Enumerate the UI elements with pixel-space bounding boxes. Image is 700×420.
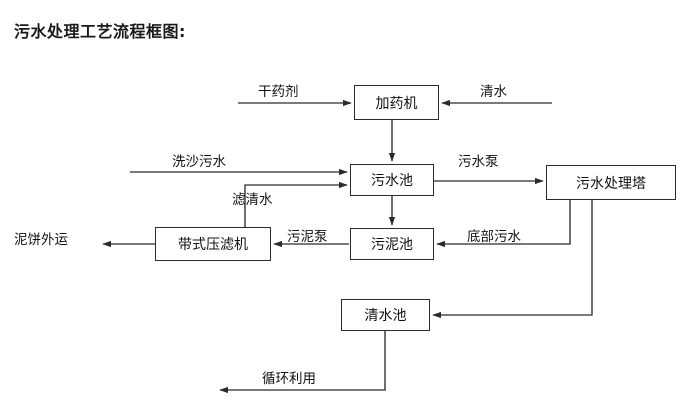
node-label: 污水处理塔 — [576, 175, 646, 192]
edge-label-sewage-pump: 污水泵 — [458, 154, 499, 170]
page-title: 污水处理工艺流程框图: — [14, 22, 186, 41]
node-label: 清水池 — [364, 308, 407, 324]
edge-label-bottom-sewage: 底部污水 — [467, 229, 521, 245]
node-clear-water-pool[interactable]: 清水池 — [341, 299, 430, 331]
edge-clear-to-recycle — [219, 331, 386, 394]
node-sludge-pool[interactable]: 污泥池 — [350, 228, 434, 260]
edge-tower-to-sludge — [436, 200, 571, 248]
node-label: 带式压滤机 — [178, 237, 248, 253]
node-label: 污泥池 — [371, 237, 413, 253]
terminal-clean-water: 清水 — [480, 84, 507, 100]
terminal-dry-agent: 干药剂 — [258, 84, 299, 100]
edge-label-sludge-pump: 污泥泵 — [287, 229, 328, 245]
edge-label-filtrate: 滤清水 — [232, 192, 273, 208]
terminal-wash-sand-sewage: 洗沙污水 — [172, 154, 226, 170]
edge-tower-to-clear — [432, 200, 593, 319]
node-label: 污水池 — [371, 173, 413, 189]
node-sewage-pool[interactable]: 污水池 — [350, 164, 434, 196]
terminal-mud-cake-transport: 泥饼外运 — [14, 232, 68, 248]
edge-label-recycle-use: 循环利用 — [262, 371, 316, 387]
node-sewage-treatment-tower[interactable]: 污水处理塔 — [546, 165, 676, 200]
node-label: 加药机 — [375, 95, 418, 112]
node-dosing-machine[interactable]: 加药机 — [354, 85, 439, 120]
edge-press-to-sewage — [244, 181, 348, 227]
node-belt-filter-press[interactable]: 带式压滤机 — [155, 227, 271, 261]
